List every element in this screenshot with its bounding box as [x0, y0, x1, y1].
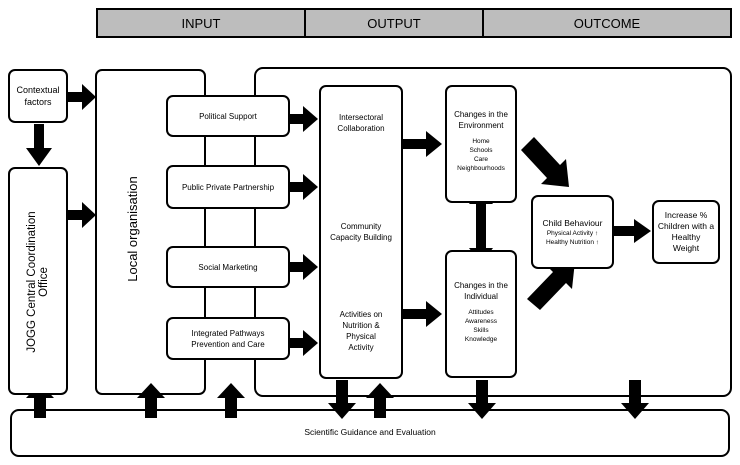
arrow-ppp-to-output: [290, 174, 318, 200]
weight-line4: Weight: [672, 243, 700, 253]
input-ppp-line1: Public Private Partnership: [181, 182, 275, 192]
output-activities-line2: Nutrition &: [342, 321, 380, 330]
weight-line2: Children with a: [657, 221, 715, 231]
header-input: INPUT: [96, 8, 306, 38]
jogg-office-label: JOGG Central Coordination Office: [26, 192, 50, 372]
arrow-output-down-footer: [328, 380, 356, 419]
arrow-social-to-output: [290, 254, 318, 280]
environment-title: Changes in the Environment: [447, 109, 515, 131]
input-political-support: Political Support: [166, 95, 290, 137]
arrow-jogg-to-local: [68, 202, 96, 228]
environment-item: Home: [472, 138, 490, 145]
individual-title: Changes in the Individual: [447, 280, 515, 302]
child-behaviour-item2: Healthy Nutrition ↑: [545, 238, 600, 246]
individual-title1: Changes in the: [454, 281, 508, 290]
footer-box: [10, 409, 730, 457]
input-integrated-line2: Prevention and Care: [191, 339, 265, 349]
arrow-contextual-to-jogg: [26, 124, 52, 166]
header-output: OUTPUT: [304, 8, 484, 38]
arrow-political-to-output: [290, 106, 318, 132]
arrow-outcome-down-footer: [621, 380, 649, 419]
contextual-line1: Contextual: [16, 85, 60, 95]
jogg-line2: Office: [38, 267, 50, 297]
output-activities: Activities on Nutrition & Physical Activ…: [319, 309, 403, 353]
input-integrated-pathways: Integrated Pathways Prevention and Care: [166, 317, 290, 360]
individual-title2: Individual: [464, 292, 498, 301]
output-community: Community Capacity Building: [319, 221, 403, 243]
input-public-private-partnership: Public Private Partnership: [166, 165, 290, 209]
contextual-line2: factors: [24, 97, 52, 107]
environment-item: Schools: [469, 147, 493, 154]
arrow-integrated-to-output: [290, 330, 318, 356]
arrow-environment-to-child: [521, 137, 569, 187]
environment-title2: Environment: [458, 121, 504, 130]
arrow-environment-individual-double: [469, 188, 493, 264]
individual-item: Knowledge: [464, 336, 498, 343]
output-activities-line3: Physical: [346, 332, 376, 341]
arrow-footer-up-output: [366, 383, 394, 418]
arrow-child-to-weight: [614, 219, 651, 243]
input-social-marketing: Social Marketing: [166, 246, 290, 288]
environment-box: Changes in the Environment Home Schools …: [445, 85, 517, 203]
output-box: [319, 85, 403, 379]
input-political-line1: Political Support: [199, 111, 257, 121]
contextual-factors-box: Contextual factors: [8, 69, 68, 123]
output-intersectoral: Intersectoral Collaboration: [319, 112, 403, 134]
weight-line1: Increase %: [664, 210, 708, 220]
output-activities-line1: Activities on: [339, 310, 383, 319]
jogg-line1: JOGG Central Coordination: [26, 211, 38, 353]
healthy-weight-box: Increase % Children with a Healthy Weigh…: [652, 200, 720, 264]
output-intersectoral-line1: Intersectoral: [338, 113, 384, 122]
environment-item: Neighbourhoods: [457, 165, 505, 172]
arrow-output-to-individual: [402, 301, 442, 327]
header-input-label: INPUT: [181, 15, 221, 31]
individual-box: Changes in the Individual Attitudes Awar…: [445, 250, 517, 378]
individual-list: Attitudes Awareness Skills Knowledge: [447, 308, 515, 344]
arrow-contextual-to-local: [68, 84, 96, 110]
header-outcome: OUTCOME: [482, 8, 732, 38]
individual-item: Awareness: [464, 318, 498, 325]
child-behaviour-box: Child Behaviour Physical Activity ↑ Heal…: [531, 195, 614, 269]
child-behaviour-title: Child Behaviour: [542, 217, 603, 228]
environment-title1: Changes in the: [454, 110, 508, 119]
individual-item: Skills: [473, 327, 489, 334]
jogg-office-box: [8, 167, 68, 395]
header-outcome-label: OUTCOME: [573, 15, 641, 31]
arrow-output-to-environment: [402, 131, 442, 157]
arrow-footer-up-integrated: [217, 383, 245, 418]
input-social-line1: Social Marketing: [198, 262, 258, 272]
output-intersectoral-line2: Collaboration: [337, 124, 385, 133]
arrow-individual-down-footer: [468, 380, 496, 419]
child-behaviour-item1: Physical Activity ↑: [546, 229, 599, 237]
output-community-line1: Community: [340, 222, 382, 231]
individual-item: Attitudes: [468, 309, 494, 316]
arrow-footer-up-local: [137, 383, 165, 418]
environment-item: Care: [473, 156, 489, 163]
local-organisation-label: Local organisation: [125, 176, 140, 282]
input-integrated-line1: Integrated Pathways: [191, 328, 265, 338]
output-community-line2: Capacity Building: [330, 233, 392, 242]
header-output-label: OUTPUT: [367, 15, 421, 31]
environment-list: Home Schools Care Neighbourhoods: [447, 137, 515, 173]
weight-line3: Healthy: [671, 232, 701, 242]
footer-label: Scientific Guidance and Evaluation: [304, 427, 436, 437]
arrow-individual-to-child: [527, 261, 575, 310]
output-activities-line4: Activity: [348, 343, 374, 352]
